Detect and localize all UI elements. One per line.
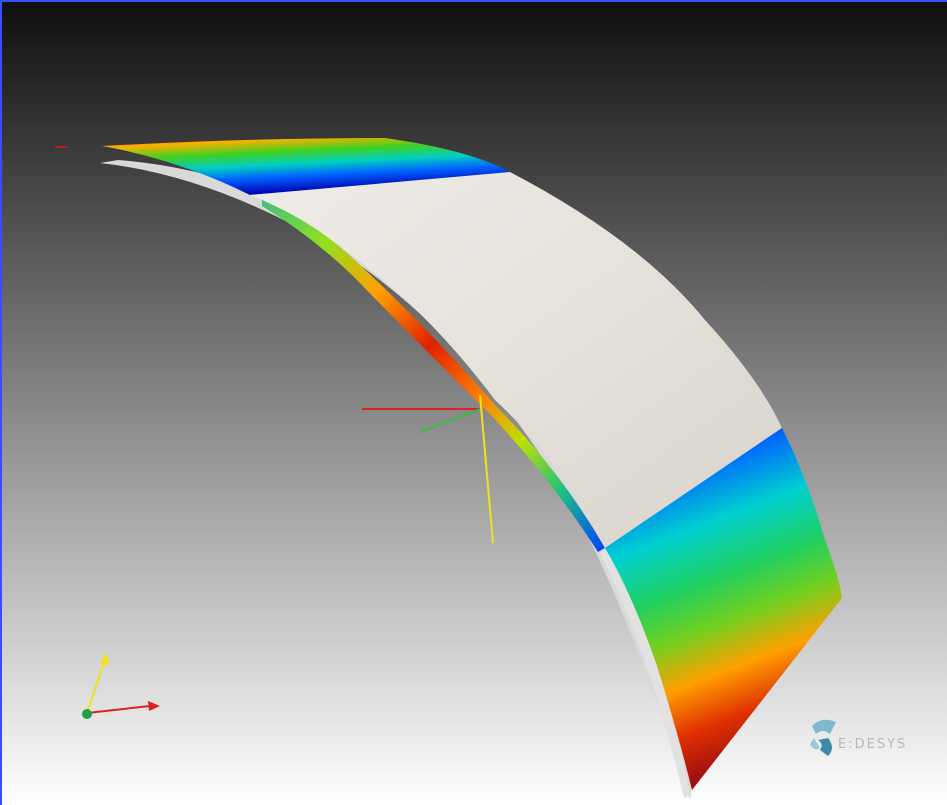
shell-lower-edge — [600, 548, 690, 798]
axis-triad — [82, 652, 160, 719]
logo-text: E:DESYS — [838, 737, 908, 752]
axis-y-arrowhead — [100, 652, 109, 665]
curved-shell-model[interactable] — [100, 138, 842, 800]
axis-x-arrowhead — [148, 701, 160, 711]
axis-x-line — [86, 705, 151, 714]
shell-main-surface — [250, 172, 782, 548]
shell-top-contour-band — [102, 138, 510, 195]
logo-icon — [810, 719, 836, 756]
local-coordinate-marker — [362, 394, 494, 544]
shell-lower-contour-band — [605, 428, 842, 790]
axis-y-line — [86, 661, 105, 714]
axis-z-point — [82, 709, 92, 719]
